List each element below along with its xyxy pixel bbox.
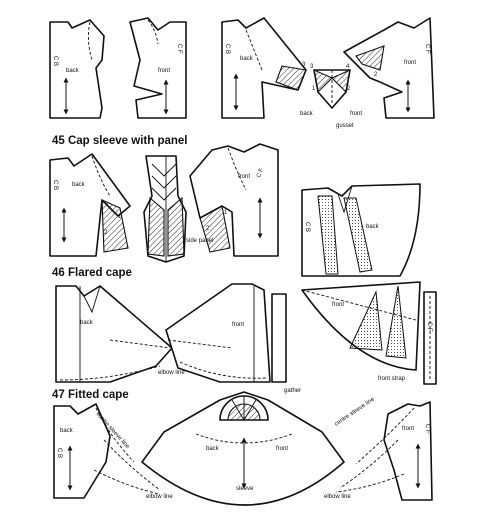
- c45-cb-label: C B: [52, 180, 58, 190]
- gusset-piece: 3 4 1 2 back front gusset: [300, 64, 362, 129]
- right-front-cape: front front strap: [301, 281, 421, 382]
- fitted47-front: front C F centre sleeve line elbow line: [324, 396, 433, 501]
- fit-back-label: back: [60, 428, 74, 434]
- label-cf-2: C F: [424, 44, 430, 54]
- label-front-2: front: [404, 60, 416, 66]
- fit-sleeve-label: sleeve: [236, 486, 254, 492]
- flare-front-label: front: [232, 322, 244, 328]
- heading-46: 46 Flared cape: [52, 267, 132, 279]
- fit-front-label: front: [402, 426, 414, 432]
- fit-centre-sleeve2-label: centre sleeve line: [334, 396, 377, 427]
- fit-elbow2-label: elbow line: [324, 494, 351, 500]
- num-2-45a: 2: [104, 230, 108, 236]
- num-1-45b: 1: [224, 210, 228, 216]
- num-2-gusset: 2: [347, 86, 351, 92]
- label-back-2: back: [240, 56, 254, 62]
- num-2: 2: [374, 72, 378, 78]
- fit-front2-label: front: [276, 446, 288, 452]
- r-cb-label: C B: [304, 222, 310, 232]
- c45-front-label: front: [238, 174, 250, 180]
- c45-side-panel-label: side panel: [186, 238, 213, 244]
- heading-45: 45 Cap sleeve with panel: [52, 135, 188, 147]
- num-1-45a: 1: [118, 214, 122, 220]
- cap45-back: back C B 1 2: [49, 153, 131, 257]
- top-left-back-bodice: back C B: [49, 19, 105, 119]
- label-cf: C F: [176, 44, 182, 54]
- num-3: 3: [302, 62, 306, 68]
- fit-cf-label: C F: [424, 424, 430, 434]
- label-back: back: [66, 68, 80, 74]
- r-front-label: front: [332, 302, 344, 308]
- flare46-back: back: [55, 285, 173, 383]
- r-back-label: back: [366, 224, 380, 230]
- cap45-center-gusset-panel: [143, 155, 187, 263]
- right-back-cape: back C B: [301, 183, 421, 277]
- right-front-strap: C F: [423, 291, 437, 385]
- heading-47: 47 Fitted cape: [52, 389, 129, 401]
- top-right-front-with-sleeve: front C F 2: [343, 17, 435, 119]
- num-1-gusset: 1: [312, 86, 316, 92]
- num-4-gusset: 4: [346, 64, 350, 70]
- c45-cf-label: C F: [256, 167, 265, 178]
- r-cf-label: C F: [426, 322, 432, 332]
- cap45-front: front side panel C F 1 2: [186, 143, 279, 257]
- c45-back-label: back: [72, 182, 86, 188]
- flare-elbow-label: elbow line: [158, 370, 185, 376]
- fit-cb-label: C B: [56, 448, 62, 458]
- gusset-back-label: back: [300, 111, 314, 117]
- gusset-label: gusset: [336, 123, 354, 129]
- fit-gather-label: gather: [284, 388, 301, 394]
- gusset-front-label: front: [350, 111, 362, 117]
- top-left-front-bodice: front C F: [129, 17, 187, 119]
- fit-back2-label: back: [206, 446, 220, 452]
- r-front-strap-label: front strap: [378, 376, 406, 382]
- fitted47-circular-cape: back front sleeve gather: [141, 388, 345, 506]
- fit-elbow-label: elbow line: [146, 494, 173, 500]
- label-cb: C B: [52, 56, 58, 66]
- label-front: front: [158, 68, 170, 74]
- flare46-front: front elbow line: [158, 283, 287, 383]
- num-2-45b: 2: [206, 226, 210, 232]
- top-middle-back-with-sleeve: back C B 3: [221, 17, 307, 119]
- num-3-gusset: 3: [310, 64, 314, 70]
- label-cb-2: C B: [224, 44, 230, 54]
- flare-back-label: back: [80, 320, 94, 326]
